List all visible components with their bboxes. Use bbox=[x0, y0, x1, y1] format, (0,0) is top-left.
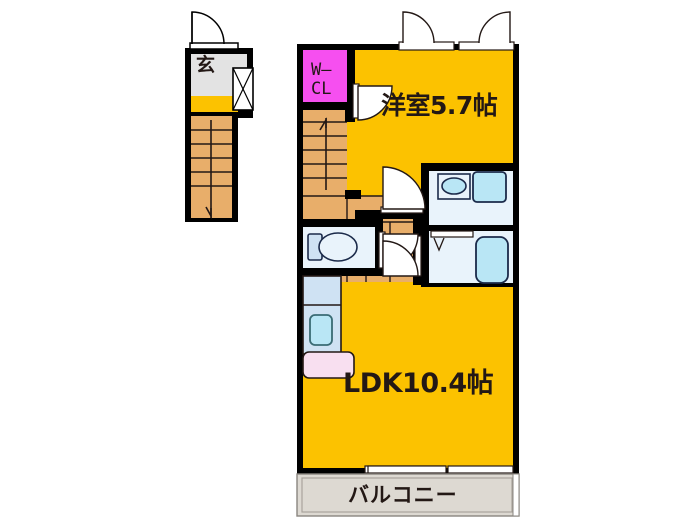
bedroom-door-arc bbox=[382, 166, 426, 210]
toilet-bowl bbox=[318, 232, 358, 262]
wall-toilet-bottom bbox=[297, 268, 383, 276]
balcony-rail bbox=[301, 477, 513, 513]
kitchen-sink bbox=[309, 314, 333, 346]
walk-in-closet-label-line2: CL bbox=[311, 79, 332, 99]
wall-bedroom-bottom-left bbox=[345, 190, 361, 199]
ldk-label: LDK10.4帖 bbox=[343, 368, 494, 399]
bathroom-door-fold-indicator bbox=[433, 237, 445, 252]
entrance-label: 玄 bbox=[196, 54, 215, 76]
balcony-sliding-door-panel-far bbox=[447, 465, 514, 474]
entrance-door-panel bbox=[189, 42, 239, 50]
wall-washroom-left bbox=[421, 219, 429, 287]
bathtub bbox=[475, 236, 509, 284]
shoe-cabinet-x2 bbox=[232, 67, 254, 111]
balcony-block bbox=[296, 465, 520, 517]
walk-in-closet-label: W— CL bbox=[311, 61, 331, 99]
entrance-block bbox=[185, 11, 254, 118]
washroom-door-arc bbox=[382, 240, 419, 277]
walk-in-closet-door-arc bbox=[357, 85, 393, 121]
toilet-room bbox=[303, 227, 375, 268]
bathroom-door-panel bbox=[430, 230, 474, 238]
wall-wcl-right bbox=[347, 50, 355, 108]
balcony-end-post bbox=[512, 473, 520, 517]
wall-stairs-right-top bbox=[345, 108, 355, 122]
balcony-label: バルコニー bbox=[348, 483, 458, 507]
washing-machine-space bbox=[472, 171, 507, 203]
bedroom-windows bbox=[398, 11, 515, 51]
wall-sanitary-top bbox=[421, 163, 513, 171]
stair-direction-arrow bbox=[205, 206, 212, 220]
wall-wcl-bottom bbox=[297, 102, 353, 110]
indoor-stair-direction-arrow bbox=[319, 117, 327, 131]
gas-range bbox=[302, 351, 355, 379]
bedroom-floor-notch bbox=[345, 118, 361, 196]
wall-sanitary-left bbox=[421, 163, 429, 223]
balcony-sliding-door-panel-left bbox=[367, 465, 447, 474]
kitchen-counter-block bbox=[302, 275, 355, 379]
outdoor-stairs-block bbox=[185, 112, 238, 222]
wall-corner-se bbox=[513, 468, 519, 474]
bedroom-label: 洋室5.7帖 bbox=[381, 91, 498, 120]
walk-in-closet-label-line1: W— bbox=[311, 60, 332, 80]
bedroom-window-right-frame bbox=[458, 41, 515, 51]
bedroom-window-right-arc bbox=[478, 11, 511, 44]
bedroom-window-left-frame bbox=[398, 41, 455, 51]
entrance-step-floor bbox=[191, 96, 238, 116]
bedroom-window-left-arc bbox=[402, 11, 435, 44]
wash-basin-bowl bbox=[441, 177, 467, 195]
walk-in-closet-floor bbox=[303, 50, 353, 102]
entrance-door-swing-arc bbox=[191, 11, 225, 45]
sanitary-block bbox=[414, 171, 513, 284]
doors bbox=[352, 83, 426, 277]
wall-toilet-top bbox=[297, 219, 383, 227]
